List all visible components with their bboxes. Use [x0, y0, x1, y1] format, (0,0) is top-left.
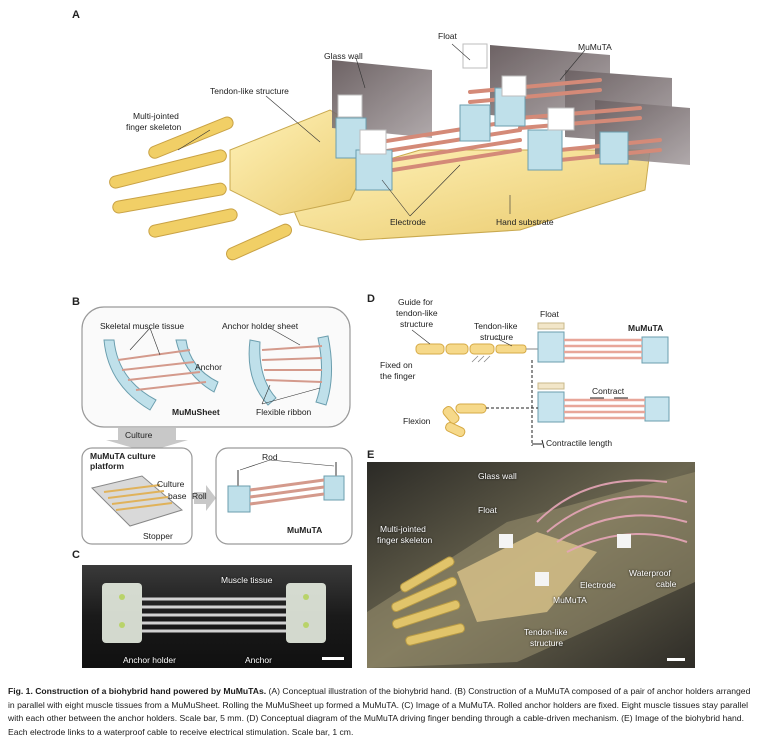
label-d-flexion: Flexion [403, 416, 431, 426]
label-d-mumuta: MuMuTA [628, 323, 664, 333]
caption-title: Fig. 1. Construction of a biohybrid hand… [8, 686, 267, 696]
panel-c-letter: C [72, 549, 80, 561]
panel-d-diagram [411, 322, 670, 449]
label-a-finger-2: finger skeleton [126, 122, 182, 132]
label-d-tendon-1: Tendon-like [474, 321, 518, 331]
label-e-glass-wall: Glass wall [478, 471, 517, 481]
label-a-hand-substrate: Hand substrate [496, 217, 554, 227]
label-b-culture-base-1: Culture [157, 479, 185, 489]
label-a-glass-wall: Glass wall [324, 51, 363, 61]
label-d-contractile-length: Contractile length [546, 438, 613, 448]
panel-c-photo [82, 565, 352, 668]
label-c-anchor-holder: Anchor holder [123, 655, 176, 665]
label-e-electrode: Electrode [580, 580, 616, 590]
label-a-float: Float [438, 31, 457, 41]
label-e-tendon-1: Tendon-like [524, 627, 568, 637]
panel-a-illustration [109, 43, 690, 261]
label-d-guide-1: Guide for [398, 297, 433, 307]
label-d-tendon-2: structure [480, 332, 514, 342]
label-b-culture-base-2: base [168, 491, 187, 501]
label-b-stopper: Stopper [143, 531, 173, 541]
label-d-contract: Contract [592, 386, 625, 396]
label-d-fixed-1: Fixed on [380, 360, 413, 370]
label-a-tendon: Tendon-like structure [210, 86, 289, 96]
panel-b-letter: B [72, 296, 80, 308]
label-e-tendon-2: structure [530, 638, 564, 648]
label-b-roll: Roll [192, 491, 207, 501]
label-e-waterproof-1: Waterproof [629, 568, 671, 578]
label-b-anchor: Anchor [195, 362, 222, 372]
label-e-finger-2: finger skeleton [377, 535, 433, 545]
label-e-finger-1: Multi-jointed [380, 524, 426, 534]
label-b-platform-2: platform [90, 461, 124, 471]
label-d-fixed-2: the finger [380, 371, 416, 381]
label-b-skeletal: Skeletal muscle tissue [100, 321, 185, 331]
label-b-culture: Culture [125, 430, 153, 440]
label-b-anchor-sheet: Anchor holder sheet [222, 321, 299, 331]
label-e-waterproof-2: cable [656, 579, 677, 589]
panel-e-letter: E [367, 449, 375, 461]
label-a-finger-1: Multi-jointed [133, 111, 179, 121]
label-d-guide-2: tendon-like [396, 308, 438, 318]
label-b-flexible-ribbon: Flexible ribbon [256, 407, 312, 417]
panel-e-photo [367, 462, 695, 668]
label-c-muscle-tissue: Muscle tissue [221, 575, 273, 585]
figure-caption: Fig. 1. Construction of a biohybrid hand… [8, 685, 758, 739]
label-e-mumuta: MuMuTA [553, 595, 587, 605]
label-a-mumuta: MuMuTA [578, 42, 612, 52]
label-d-float: Float [540, 309, 559, 319]
label-b-platform-1: MuMuTA culture [90, 451, 156, 461]
label-b-mumusheet: MuMuSheet [172, 407, 220, 417]
label-b-mumuta: MuMuTA [287, 525, 323, 535]
panel-d-letter: D [367, 293, 375, 305]
label-a-electrode: Electrode [390, 217, 426, 227]
label-b-rod: Rod [262, 452, 278, 462]
label-c-anchor: Anchor [245, 655, 272, 665]
panel-b-illustration [81, 306, 353, 545]
label-e-float: Float [478, 505, 497, 515]
label-d-guide-3: structure [400, 319, 434, 329]
panel-a-letter: A [72, 9, 80, 21]
caption-body: (A) Conceptual illustration of the biohy… [8, 686, 751, 737]
